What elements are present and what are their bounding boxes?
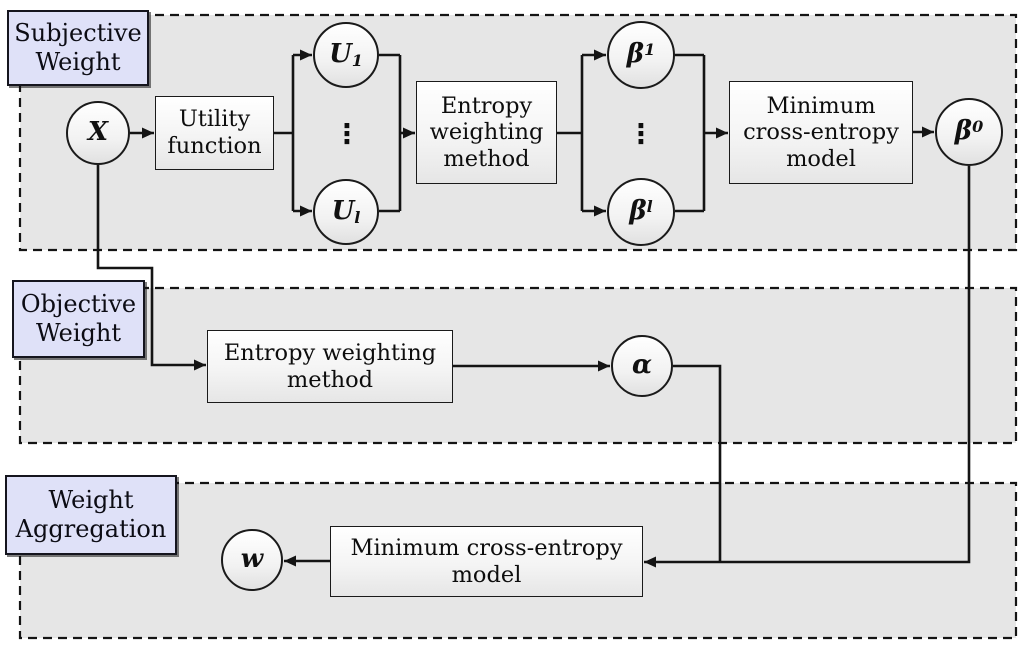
minimum-cross-entropy-bottom-text: Minimum cross-entropy model xyxy=(350,534,623,588)
beta-l-node-text: βl xyxy=(629,196,653,226)
ellipsis-u: ⋮ xyxy=(333,118,361,150)
w-node: w xyxy=(221,529,283,591)
minimum-cross-entropy-model-box-top: Minimum cross-entropy model xyxy=(729,81,913,184)
ul-node-text: Ul xyxy=(331,196,361,227)
subjective-weight-label: Subjective Weight xyxy=(7,10,149,86)
objective-weight-label-text: Objective Weight xyxy=(20,290,137,347)
w-node-text: w xyxy=(240,544,264,574)
connector-alpha-join xyxy=(673,364,722,562)
beta0-node: β0 xyxy=(935,98,1003,166)
u1-node: U1 xyxy=(313,22,379,88)
x-node-text: X xyxy=(87,117,109,147)
connector-beta0-to-mince-bottom xyxy=(644,166,971,568)
connector-x-to-entropy-mid xyxy=(96,165,206,371)
connector-utility-split xyxy=(274,55,295,211)
alpha-node: α xyxy=(611,335,673,397)
entropy-weighting-method-box-top: Entropy weighting method xyxy=(416,81,557,184)
entropy-weighting-method-mid-text: Entropy weighting method xyxy=(223,339,437,393)
entropy-weighting-method-box-mid: Entropy weighting method xyxy=(207,330,453,403)
beta-l-node: βl xyxy=(607,178,675,246)
utility-function-box-text: Utility function xyxy=(167,106,262,159)
entropy-weighting-method-top-text: Entropy weighting method xyxy=(429,92,544,172)
minimum-cross-entropy-top-text: Minimum cross-entropy model xyxy=(743,92,899,172)
x-node: X xyxy=(66,101,130,165)
subjective-weight-label-text: Subjective Weight xyxy=(14,19,142,76)
minimum-cross-entropy-model-box-bottom: Minimum cross-entropy model xyxy=(330,526,643,597)
u1-node-text: U1 xyxy=(329,39,363,70)
beta0-node-text: β0 xyxy=(954,116,984,146)
alpha-node-text: α xyxy=(631,350,652,380)
weight-aggregation-label-text: Weight Aggregation xyxy=(15,486,167,543)
beta1-node-text: β1 xyxy=(626,39,656,69)
ul-node: Ul xyxy=(313,179,379,245)
objective-weight-label: Objective Weight xyxy=(12,280,145,358)
weight-aggregation-label: Weight Aggregation xyxy=(5,475,177,555)
ellipsis-beta: ⋮ xyxy=(627,118,655,150)
utility-function-box: Utility function xyxy=(155,96,274,170)
connector-entropy-split xyxy=(557,55,584,211)
beta1-node: β1 xyxy=(607,21,675,89)
